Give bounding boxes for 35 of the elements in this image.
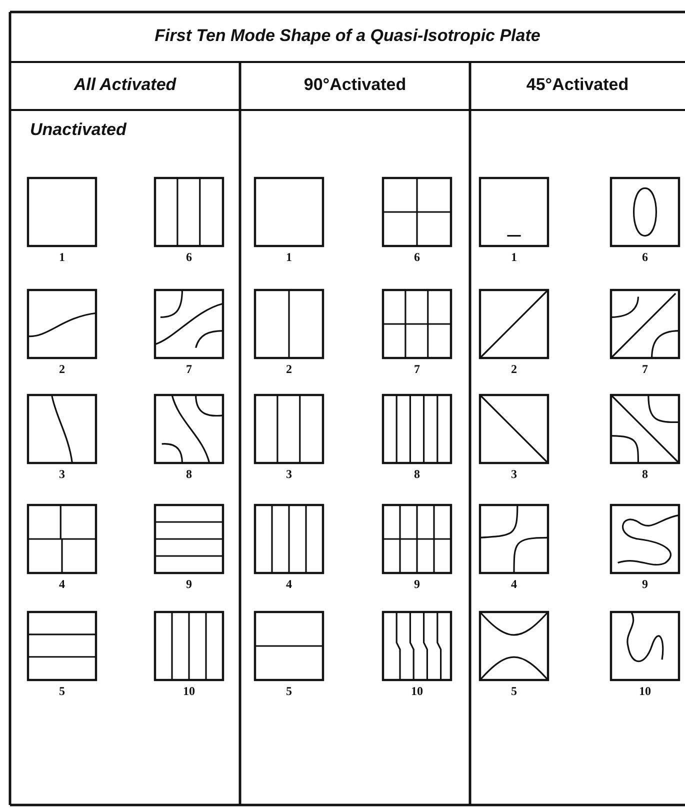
- mode-number: 5: [58, 684, 66, 699]
- mode-number: 9: [413, 577, 421, 592]
- mode-number: 6: [185, 250, 193, 265]
- mode-number: 1: [58, 250, 66, 265]
- mode-number: 10: [182, 684, 196, 699]
- column-header: 90°Activated: [302, 75, 408, 95]
- mode-number: 6: [413, 250, 421, 265]
- column-header: 45°Activated: [525, 75, 630, 95]
- mode-number: 4: [285, 577, 293, 592]
- mode-number: 5: [285, 684, 293, 699]
- mode-number: 2: [58, 362, 66, 377]
- column-header: All Activated: [72, 75, 178, 95]
- mode-number: 7: [641, 362, 649, 377]
- mode-number: 1: [510, 250, 518, 265]
- mode-number: 4: [510, 577, 518, 592]
- mode-number: 9: [641, 577, 649, 592]
- mode-number: 6: [641, 250, 649, 265]
- row-label: Unactivated: [30, 120, 126, 140]
- mode-number: 3: [58, 467, 66, 482]
- mode-number: 8: [185, 467, 193, 482]
- mode-number: 4: [58, 577, 66, 592]
- mode-number: 1: [285, 250, 293, 265]
- mode-number: 8: [413, 467, 421, 482]
- mode-number: 5: [510, 684, 518, 699]
- mode-number: 7: [185, 362, 193, 377]
- mode-number: 2: [510, 362, 518, 377]
- mode-number: 10: [638, 684, 652, 699]
- mode-number: 8: [641, 467, 649, 482]
- mode-number: 3: [510, 467, 518, 482]
- mode-number: 9: [185, 577, 193, 592]
- mode-number: 2: [285, 362, 293, 377]
- mode-number: 7: [413, 362, 421, 377]
- table-title: First Ten Mode Shape of a Quasi-Isotropic Plate: [154, 26, 542, 46]
- mode-number: 10: [410, 684, 424, 699]
- mode-number: 3: [285, 467, 293, 482]
